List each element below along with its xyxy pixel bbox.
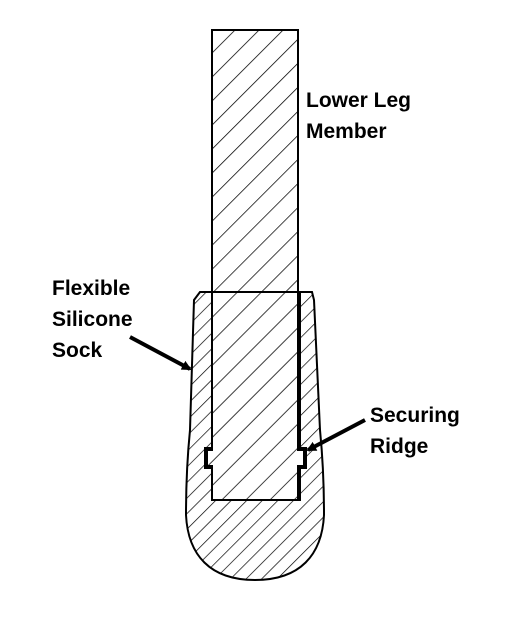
- securing-ridge-label-line1: Securing: [370, 404, 460, 427]
- flexible-silicone-sock-label-line3: Sock: [52, 339, 103, 362]
- ridge-leader-arrow: [306, 418, 366, 452]
- securing-ridge-label-line2: Ridge: [370, 435, 429, 458]
- securing-ridge-label: Securing Ridge: [370, 400, 460, 462]
- lower-leg-member-label-line1: Lower Leg: [306, 89, 412, 112]
- flexible-silicone-sock-label-line1: Flexible: [52, 277, 131, 300]
- lower-leg-member-label-line2: Member: [306, 120, 387, 143]
- lower-leg-member-label: Lower Leg Member: [306, 85, 411, 147]
- silicone-sock-section: [184, 291, 326, 582]
- flexible-silicone-sock-label-line2: Silicone: [52, 308, 133, 331]
- sock-leader-arrow: [129, 335, 192, 371]
- flexible-silicone-sock-label: Flexible Silicone Sock: [52, 273, 133, 366]
- lower-leg-member-rod: [206, 29, 305, 501]
